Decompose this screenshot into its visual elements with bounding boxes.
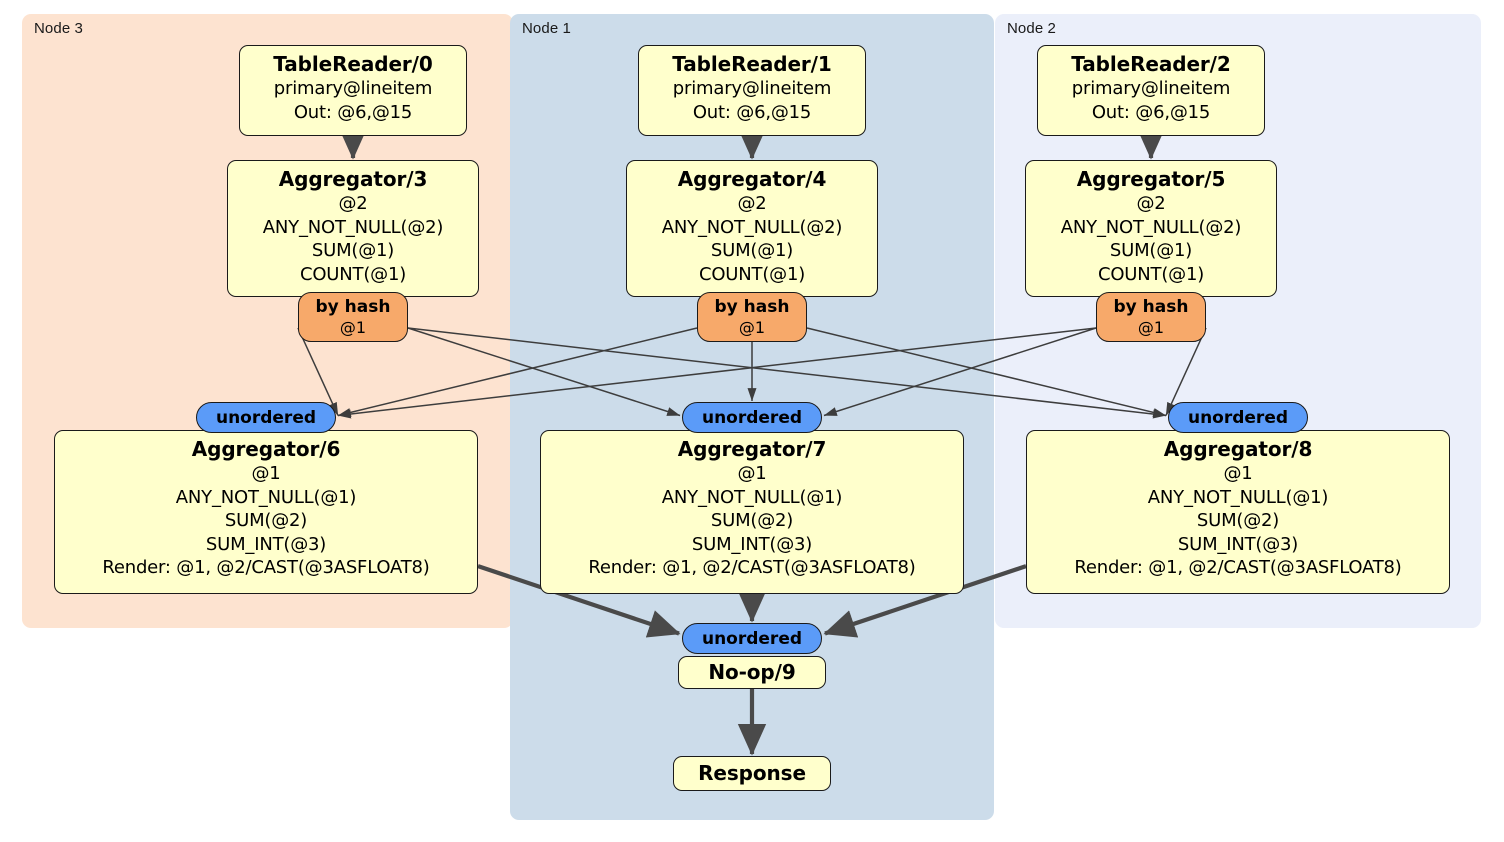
box-aggregator8[interactable]: Aggregator/8 @1 ANY_NOT_NULL(@1) SUM(@2)… <box>1026 430 1450 594</box>
badge-sub: @1 <box>738 318 766 337</box>
box-line: @2 <box>737 193 767 214</box>
badge-unordered-mid[interactable]: unordered <box>682 402 822 433</box>
box-line: SUM(@2) <box>1196 510 1280 531</box>
box-line: COUNT(@1) <box>299 263 407 285</box>
box-title: Response <box>698 761 806 785</box>
box-line: COUNT(@1) <box>1097 263 1205 285</box>
box-title: Aggregator/8 <box>1163 437 1313 461</box>
node-panel-label: Node 2 <box>1007 20 1056 37</box>
box-line: @2 <box>338 193 368 214</box>
box-line: ANY_NOT_NULL(@2) <box>1060 216 1242 238</box>
box-line: @1 <box>1223 463 1253 484</box>
badge-unordered-left[interactable]: unordered <box>196 402 336 433</box>
badge-by-hash-left[interactable]: by hash @1 <box>298 292 408 342</box>
box-line: @1 <box>251 463 281 484</box>
box-line: ANY_NOT_NULL(@1) <box>175 486 357 508</box>
box-line: SUM(@2) <box>224 510 308 531</box>
badge-sub: @1 <box>339 318 367 337</box>
box-title: TableReader/0 <box>273 52 433 76</box>
box-line: COUNT(@1) <box>698 263 806 285</box>
badge-title: by hash <box>315 297 391 317</box>
node-panel-label: Node 3 <box>34 20 83 37</box>
badge-unordered-final[interactable]: unordered <box>682 623 822 654</box>
box-line: ANY_NOT_NULL(@2) <box>661 216 843 238</box>
box-aggregator7[interactable]: Aggregator/7 @1 ANY_NOT_NULL(@1) SUM(@2)… <box>540 430 964 594</box>
box-line: @1 <box>737 463 767 484</box>
box-tablereader2[interactable]: TableReader/2 primary@lineitem Out: @6,@… <box>1037 45 1265 136</box>
box-line: ANY_NOT_NULL(@2) <box>262 216 444 238</box>
box-line: SUM(@1) <box>311 240 395 261</box>
badge-title: by hash <box>1113 297 1189 317</box>
box-title: No-op/9 <box>708 660 796 684</box>
box-title: Aggregator/5 <box>1076 167 1226 191</box>
box-line: SUM_INT(@3) <box>691 533 813 555</box>
box-aggregator3[interactable]: Aggregator/3 @2 ANY_NOT_NULL(@2) SUM(@1)… <box>227 160 479 297</box>
box-line: Render: @1, @2/CAST(@3ASFLOAT8) <box>102 557 430 578</box>
box-line: SUM_INT(@3) <box>205 533 327 555</box>
box-line: SUM_INT(@3) <box>1177 533 1299 555</box>
box-title: TableReader/2 <box>1071 52 1231 76</box>
box-aggregator5[interactable]: Aggregator/5 @2 ANY_NOT_NULL(@2) SUM(@1)… <box>1025 160 1277 297</box>
box-response[interactable]: Response <box>673 756 831 791</box>
box-line: ANY_NOT_NULL(@1) <box>661 486 843 508</box>
box-noop9[interactable]: No-op/9 <box>678 656 826 689</box>
box-line: ANY_NOT_NULL(@1) <box>1147 486 1329 508</box>
box-line: primary@lineitem <box>672 78 832 99</box>
box-title: Aggregator/3 <box>278 167 428 191</box>
node-panel-label: Node 1 <box>522 20 571 37</box>
box-line: Render: @1, @2/CAST(@3ASFLOAT8) <box>1074 557 1402 578</box>
box-line: SUM(@1) <box>710 240 794 261</box>
box-title: Aggregator/6 <box>191 437 341 461</box>
box-line: primary@lineitem <box>1071 78 1231 99</box>
box-title: Aggregator/4 <box>677 167 827 191</box>
box-line: Out: @6,@15 <box>1091 101 1211 123</box>
box-aggregator6[interactable]: Aggregator/6 @1 ANY_NOT_NULL(@1) SUM(@2)… <box>54 430 478 594</box>
box-title: Aggregator/7 <box>677 437 827 461</box>
box-line: SUM(@1) <box>1109 240 1193 261</box>
box-tablereader1[interactable]: TableReader/1 primary@lineitem Out: @6,@… <box>638 45 866 136</box>
badge-unordered-right[interactable]: unordered <box>1168 402 1308 433</box>
box-line: Out: @6,@15 <box>692 101 812 123</box>
box-line: Out: @6,@15 <box>293 101 413 123</box>
badge-title: by hash <box>714 297 790 317</box>
badge-by-hash-right[interactable]: by hash @1 <box>1096 292 1206 342</box>
box-tablereader0[interactable]: TableReader/0 primary@lineitem Out: @6,@… <box>239 45 467 136</box>
box-line: primary@lineitem <box>273 78 433 99</box>
badge-sub: @1 <box>1137 318 1165 337</box>
box-aggregator4[interactable]: Aggregator/4 @2 ANY_NOT_NULL(@2) SUM(@1)… <box>626 160 878 297</box>
badge-by-hash-mid[interactable]: by hash @1 <box>697 292 807 342</box>
box-line: SUM(@2) <box>710 510 794 531</box>
box-line: Render: @1, @2/CAST(@3ASFLOAT8) <box>588 557 916 578</box>
box-line: @2 <box>1136 193 1166 214</box>
box-title: TableReader/1 <box>672 52 832 76</box>
